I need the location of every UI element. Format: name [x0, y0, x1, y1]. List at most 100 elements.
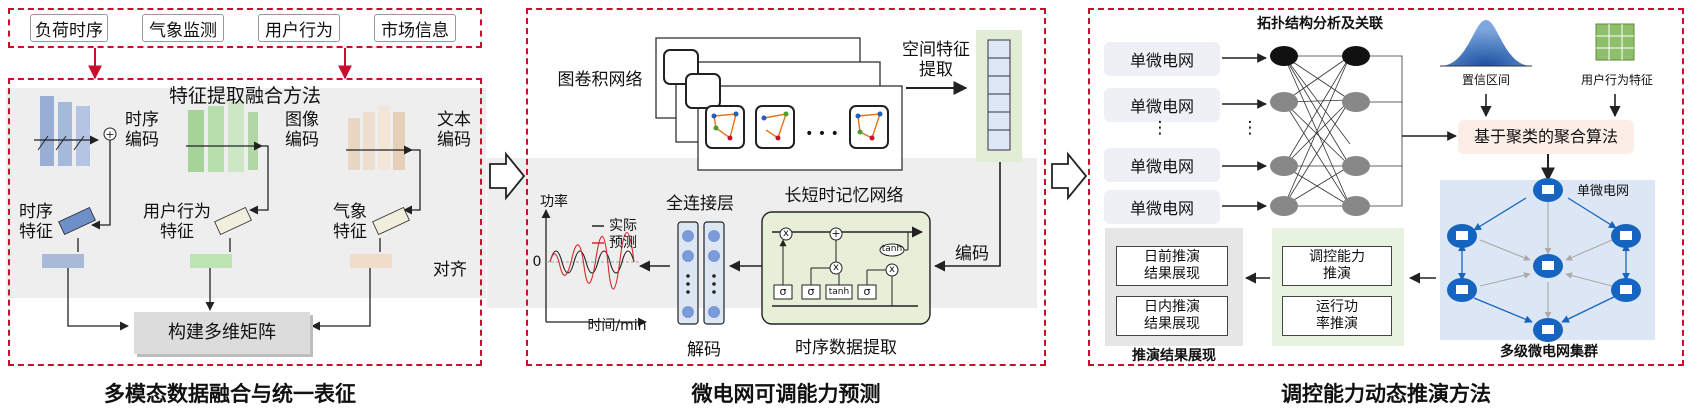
legend-predicted-label: 预测 — [609, 235, 637, 251]
timeseries-encoding-label: 时序编码 — [120, 110, 164, 150]
operating-power-box: 运行功率推演 — [1282, 296, 1392, 336]
label-line: 气象 — [333, 202, 367, 222]
spatial-feature-vector — [976, 30, 1022, 162]
gate-mult-2: x — [833, 262, 839, 273]
input-load-timeseries: 负荷时序 — [30, 14, 108, 42]
microgrid-cluster-graph — [1447, 178, 1641, 342]
label-line: 特征 — [160, 222, 194, 242]
fc-layers — [677, 221, 725, 325]
cluster-algorithm-label: 基于聚类的聚合算法 — [1473, 127, 1618, 146]
label-line: 特征 — [19, 222, 53, 242]
label-line: 调控能力 — [1309, 249, 1365, 265]
panel3-frame — [1088, 8, 1684, 366]
confidence-bell-icon — [1440, 20, 1532, 67]
label-line: 特征 — [333, 222, 367, 242]
panel2-frame — [526, 8, 1046, 366]
image-encoding-label: 图像编码 — [280, 110, 324, 150]
label-line: 编码 — [125, 130, 159, 150]
panel3-caption: 调控能力动态推演方法 — [1281, 382, 1491, 406]
timeseries-feature-label: 时序特征 — [14, 202, 58, 242]
regulation-capability-box: 调控能力推演 — [1282, 246, 1392, 286]
microgrid-label: 单微电网 — [1129, 97, 1194, 116]
gcn-graph-cards — [655, 37, 903, 171]
vertical-ellipsis-left: ⋮ — [1151, 118, 1169, 138]
timeseries-extract-label: 时序数据提取 — [795, 338, 897, 358]
gate-mult-1: x — [783, 228, 789, 239]
align-label: 对齐 — [433, 260, 467, 280]
power-plot — [541, 209, 647, 327]
encode-label: 编码 — [955, 244, 989, 264]
fc-label: 全连接层 — [666, 194, 734, 214]
weather-feature-label: 气象特征 — [328, 202, 372, 242]
timeseries-encoder-icon: + — [34, 96, 117, 230]
network-nodes — [1270, 46, 1370, 216]
label-line: 图像 — [285, 110, 319, 130]
timeseries-aligned-slab — [42, 254, 84, 268]
confidence-label: 置信区间 — [1461, 73, 1510, 87]
lstm-cell — [761, 211, 931, 325]
cluster-title: 多级微电网集群 — [1500, 344, 1598, 360]
arrow-ts-to-matrix — [67, 268, 129, 331]
build-matrix-label: 构建多维矩阵 — [168, 322, 276, 343]
gate-tanh-2: tanh — [881, 244, 903, 254]
panel2-caption: 微电网可调能力预测 — [691, 382, 881, 406]
day-ahead-result-box: 日前推演结果展现 — [1116, 246, 1228, 286]
label-line: 结果展现 — [1144, 266, 1200, 282]
gcn-label: 图卷积网络 — [557, 70, 643, 90]
arrow-feature-to-lstm — [933, 162, 1001, 272]
timeseries-feature-cube — [58, 206, 96, 236]
decode-label: 解码 — [687, 340, 721, 360]
label-line: 日前推演 — [1144, 249, 1200, 265]
microgrid-box-1: 单微电网 — [1104, 42, 1220, 76]
dots-label: • • • — [805, 126, 839, 142]
topology-title: 拓扑结构分析及关联 — [1257, 16, 1383, 32]
label-line: 编码 — [437, 130, 471, 150]
gate-sigma-3: σ — [863, 285, 871, 298]
microgrid-box-3: 单微电网 — [1104, 148, 1220, 182]
microgrid-box-2: 单微电网 — [1104, 88, 1220, 122]
panel1-inputs-frame — [8, 8, 482, 48]
user-aligned-slab — [190, 254, 232, 268]
user-behavior-grid-icon — [1595, 23, 1635, 61]
microgrid-label: 单微电网 — [1129, 199, 1194, 218]
text-encoding-label: 文本编码 — [432, 110, 476, 150]
gate-tanh-1: tanh — [828, 287, 850, 297]
input-label: 用户行为 — [265, 20, 333, 41]
plot-xlabel: 时间/min — [587, 318, 647, 334]
microgrid-label: 单微电网 — [1129, 157, 1194, 176]
label-line: 文本 — [437, 110, 471, 130]
arrow-weather-to-matrix — [311, 268, 371, 331]
panel1-caption: 多模态数据融合与统一表征 — [104, 382, 356, 406]
lstm-label: 长短时记忆网络 — [784, 186, 904, 206]
legend-actual-label: 实际 — [609, 218, 637, 234]
input-weather-monitoring: 气象监测 — [142, 14, 224, 42]
label-line: 结果展现 — [1144, 316, 1200, 332]
user-feature-cube — [214, 206, 252, 236]
input-market-info: 市场信息 — [374, 14, 456, 42]
intraday-result-box: 日内推演结果展现 — [1116, 296, 1228, 336]
input-label: 气象监测 — [149, 20, 217, 41]
gate-mult-3: x — [889, 264, 895, 275]
input-label: 市场信息 — [381, 20, 449, 41]
plot-ylabel: 功率 — [540, 194, 568, 210]
text-encoder-icon — [346, 106, 421, 215]
label-line: 空间特征 — [902, 40, 970, 60]
microgrid-label: 单微电网 — [1129, 51, 1194, 70]
input-label: 负荷时序 — [35, 20, 103, 41]
gate-sigma-1: σ — [779, 285, 787, 298]
user-feature-label: 用户行为特征 — [136, 202, 218, 242]
plot-zero-label: 0 — [532, 254, 542, 270]
gate-plus-1: + — [831, 227, 841, 240]
single-microgrid-label: 单微电网 — [1576, 184, 1629, 199]
weather-aligned-slab — [350, 254, 392, 268]
hollow-arrow-1 — [489, 151, 526, 201]
feature-fusion-title: 特征提取融合方法 — [168, 85, 321, 107]
panel1-frame — [8, 78, 482, 366]
image-encoder-icon — [186, 102, 269, 215]
label-line: 推演 — [1323, 266, 1351, 282]
label-line: 时序 — [125, 110, 159, 130]
topology-network — [1283, 55, 1403, 207]
microgrid-box-4: 单微电网 — [1104, 190, 1220, 224]
label-line: 率推演 — [1316, 316, 1358, 332]
